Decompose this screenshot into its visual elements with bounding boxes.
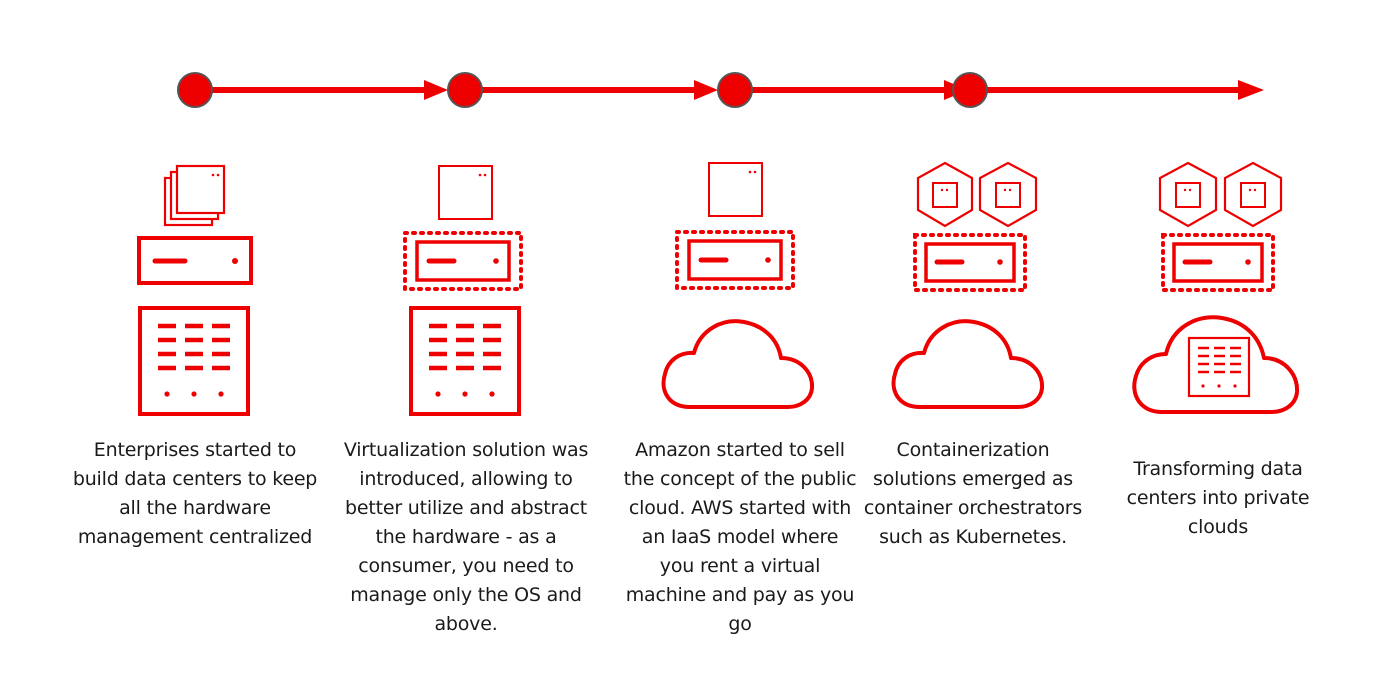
stage-public-cloud bbox=[661, 162, 815, 409]
stage-caption-public-cloud: Amazon started to sell the concept of th… bbox=[623, 439, 857, 635]
container-icon bbox=[916, 161, 974, 228]
stage-containerization bbox=[891, 161, 1045, 409]
timeline-node-4 bbox=[952, 72, 988, 108]
stage-data-centers bbox=[137, 164, 253, 416]
stage-virtualization bbox=[403, 165, 523, 416]
rack-icon bbox=[138, 306, 250, 416]
timeline-segment-4 bbox=[970, 80, 1264, 100]
stage-caption-virtualization: Virtualization solution was introduced, … bbox=[343, 439, 589, 635]
cloud-icon bbox=[661, 319, 815, 409]
stage-private-cloud bbox=[1132, 161, 1300, 414]
virtualized-server-icon bbox=[403, 231, 523, 291]
timeline-node-1 bbox=[177, 72, 213, 108]
vm-icon bbox=[438, 165, 493, 220]
timeline-segment-3 bbox=[735, 80, 968, 100]
private-cloud-icon bbox=[1132, 315, 1300, 414]
container-icon bbox=[1223, 161, 1283, 228]
server-icon bbox=[137, 236, 253, 285]
timeline-node-3 bbox=[717, 72, 753, 108]
stage-caption-data-centers: Enterprises started to build data center… bbox=[72, 439, 318, 548]
cloud-icon bbox=[891, 319, 1045, 409]
stage-caption-private-cloud: Transforming data centers into private c… bbox=[1126, 458, 1310, 538]
timeline-node-2 bbox=[447, 72, 483, 108]
virtualized-server-icon bbox=[1161, 233, 1275, 292]
container-icon bbox=[1158, 161, 1218, 228]
container-icon bbox=[978, 161, 1038, 228]
timeline bbox=[177, 72, 1264, 108]
rack-icon bbox=[409, 306, 521, 416]
virtualized-server-icon bbox=[675, 230, 795, 290]
timeline-segment-1 bbox=[195, 80, 448, 100]
stacked-vm-icon bbox=[163, 164, 226, 227]
virtualized-server-icon bbox=[913, 233, 1027, 292]
stage-caption-containerization: Containerization solutions emerged as co… bbox=[863, 439, 1083, 548]
timeline-segment-2 bbox=[465, 80, 718, 100]
vm-icon bbox=[708, 162, 763, 217]
